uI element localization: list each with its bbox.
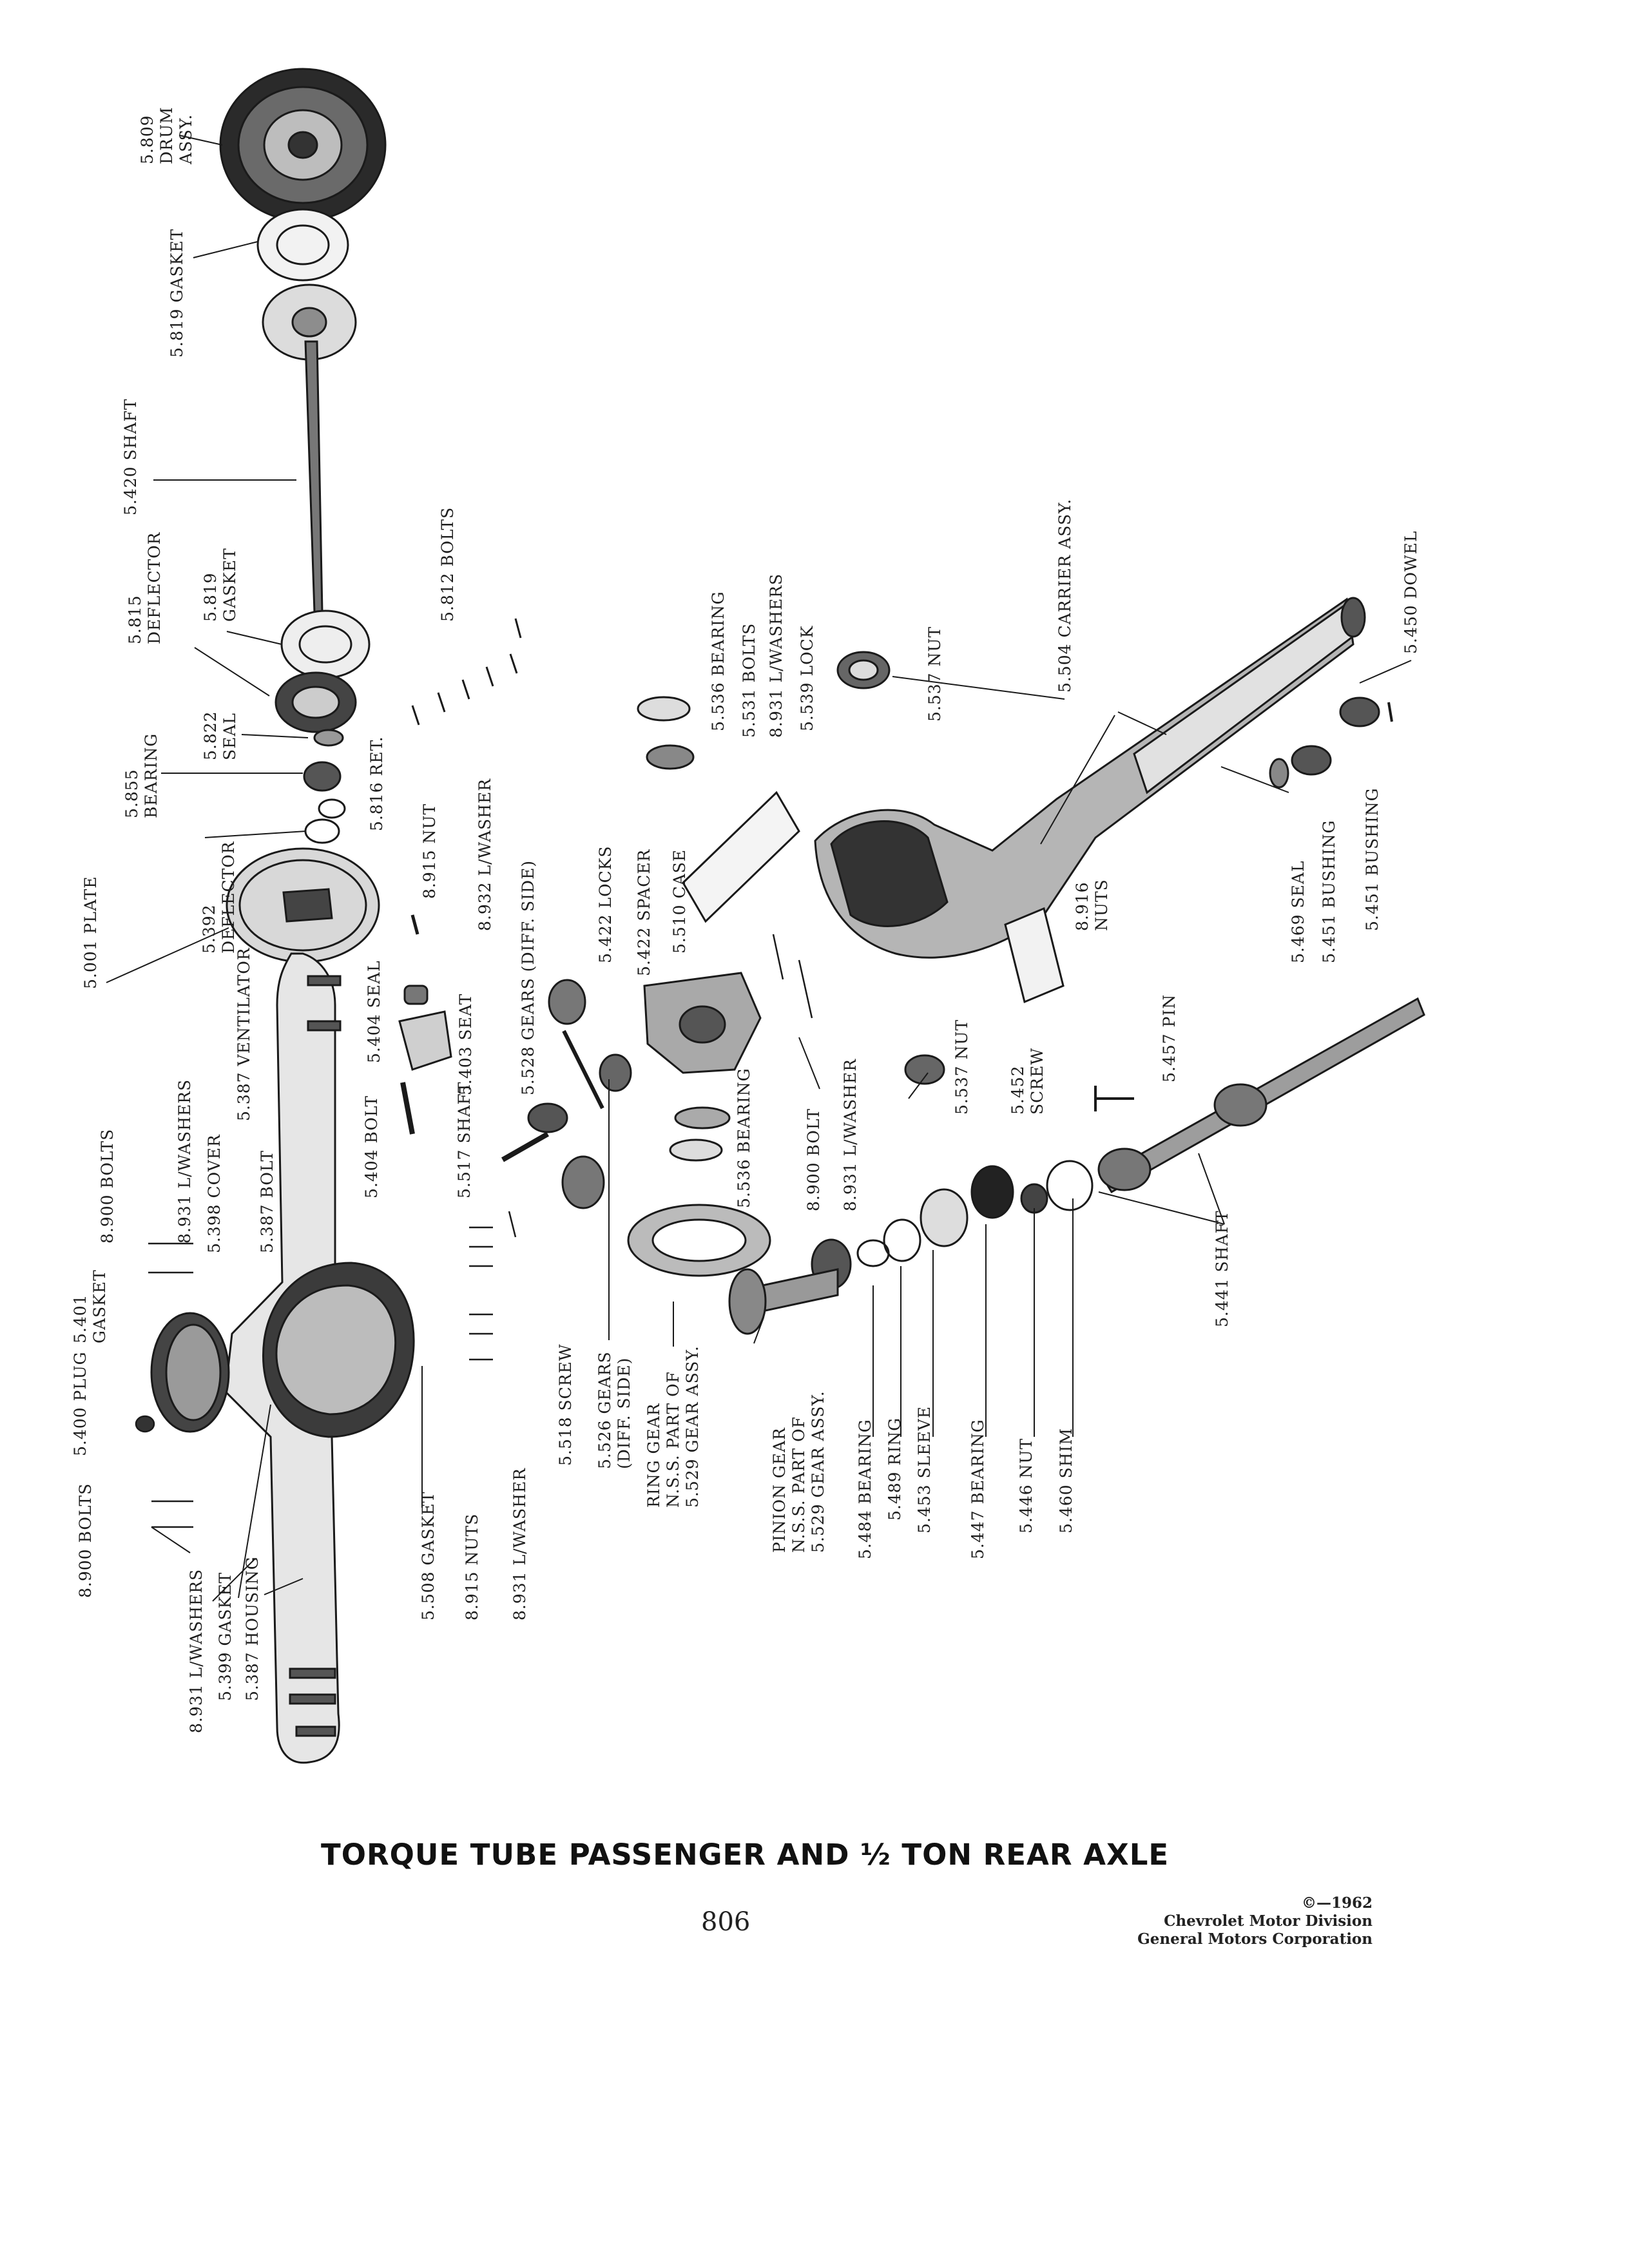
label-plug-5400: 5.400 PLUG (71, 1351, 90, 1456)
label-nut-5446: 5.446 NUT (1017, 1437, 1036, 1533)
label-bushing-5451b: 5.451 BUSHING (1363, 787, 1382, 931)
seal-seat (398, 914, 452, 1135)
ring-gear-art (627, 1204, 771, 1277)
label-ret-5816: 5.816 RET. (367, 736, 386, 831)
label-bolts-8900a: 8.900 BOLTS (98, 1128, 117, 1244)
page-number: 806 (701, 1907, 751, 1937)
label-nuts-8915: 8.915 NUTS (463, 1513, 481, 1620)
label-lwashers-8931b: 8.931 L/WASHERS (175, 1079, 194, 1244)
label-nut-5537b: 5.537 NUT (952, 1019, 971, 1115)
label-cover-5398: 5.398 COVER (205, 1134, 224, 1253)
label-gasket-5508: 5.508 GASKET (419, 1491, 438, 1620)
label-bolt-5387: 5.387 BOLT (258, 1149, 276, 1253)
gasket-ring (256, 208, 349, 282)
label-dowel-5450: 5.450 DOWEL (1402, 530, 1420, 654)
case-bearings (637, 696, 731, 1162)
label-shim-5460: 5.460 SHIM (1057, 1428, 1075, 1533)
label-gasket-5819a: 5.819 GASKET (168, 228, 186, 358)
nut-ring-top (836, 651, 891, 689)
label-lwasher-8931c: 8.931 L/WASHER (841, 1058, 860, 1211)
label-lwasher-8932: 8.932 L/WASHER (476, 778, 494, 931)
label-nut-8915: 8.915 NUT (420, 803, 439, 899)
label-seal-5404: 5.404 SEAL (365, 960, 383, 1063)
label-bearing-5484: 5.484 BEARING (856, 1419, 874, 1559)
label-bearing-5536b: 5.536 BEARING (735, 1068, 753, 1208)
label-lwashers-8931a: 8.931 L/WASHERS (767, 573, 786, 738)
label-bolts-5531: 5.531 BOLTS (740, 622, 758, 738)
small-hardware (135, 934, 813, 1528)
label-bolt-5404: 5.404 BOLT (362, 1095, 381, 1198)
label-bearing-5447: 5.447 BEARING (969, 1419, 987, 1559)
label-shaft-5420: 5.420 SHAFT (121, 398, 140, 515)
label-shaft-5441: 5.441 SHAFT (1213, 1210, 1231, 1327)
axle-shaft (262, 284, 357, 613)
division-line: Chevrolet Motor Division (1164, 1912, 1373, 1930)
label-pin-5457: 5.457 PIN (1160, 994, 1179, 1082)
label-seat-5403: 5.403 SEAT (456, 993, 475, 1095)
label-seal-5469: 5.469 SEAL (1289, 860, 1307, 963)
label-bushing-5451a: 5.451 BUSHING (1320, 820, 1338, 963)
bolts-group (411, 618, 522, 726)
label-gasket-5399: 5.399 GASKET (216, 1571, 235, 1701)
label-plate-5001: 5.001 PLATE (81, 876, 100, 989)
differential-gears (501, 979, 632, 1209)
nut-ring-bottom (904, 1054, 945, 1085)
carrier-assembly (814, 597, 1366, 959)
label-lwasher-8931e: 8.931 L/WASHER (510, 1467, 529, 1620)
brake-drum (219, 68, 387, 222)
label-lwashers-8931d: 8.931 L/WASHERS (187, 1568, 206, 1733)
corporation-line: General Motors Corporation (1137, 1930, 1373, 1948)
bushings (1269, 697, 1393, 789)
publisher-credit: ©—1962 Chevrolet Motor Division General … (1070, 1894, 1373, 1948)
page-title: TORQUE TUBE PASSENGER AND ½ TON REAR AXL… (321, 1838, 1170, 1872)
copyright-line: ©—1962 (1301, 1894, 1373, 1912)
label-housing-5387: 5.387 HOUSING (243, 1556, 262, 1701)
label-bolts-5812: 5.812 BOLTS (438, 506, 457, 622)
label-bearing-5536a: 5.536 BEARING (709, 591, 728, 731)
label-screw-5518: 5.518 SCREW (556, 1343, 575, 1466)
label-carrier-5504: 5.504 CARRIER ASSY. (1055, 498, 1074, 693)
label-ring-5489: 5.489 RING (885, 1417, 904, 1521)
nuts-strip (1004, 907, 1065, 1004)
label-gears-5528: 5.528 GEARS (DIFF. SIDE) (519, 860, 537, 1095)
label-sleeve-5453: 5.453 SLEEVE (915, 1405, 934, 1533)
label-bolt-8900b: 8.900 BOLT (804, 1108, 823, 1211)
differential-case (643, 972, 762, 1074)
leader-lines (106, 135, 1412, 1602)
label-ventilator-5387: 5.387 VENTILATOR (235, 947, 253, 1121)
label-gears-5526: 5.526 GEARS(DIFF. SIDE) (595, 1351, 633, 1469)
deflector-stack (275, 610, 371, 844)
label-bolts-8900c: 8.900 BOLTS (76, 1483, 95, 1598)
label-shaft-5517: 5.517 SHAFT (455, 1081, 474, 1198)
label-spacer-5422: 5.422 SPACER (635, 849, 653, 976)
label-case-5510: 5.510 CASE (670, 849, 689, 954)
label-locks-5422: 5.422 LOCKS (596, 845, 615, 963)
label-lock-5539: 5.539 LOCK (798, 625, 816, 731)
pinion-shaft-assembly (728, 997, 1425, 1335)
bolt-grid (682, 791, 800, 923)
label-nut-5537a: 5.537 NUT (925, 626, 944, 722)
axle-housing (150, 952, 415, 1764)
backing-plate (226, 847, 380, 963)
